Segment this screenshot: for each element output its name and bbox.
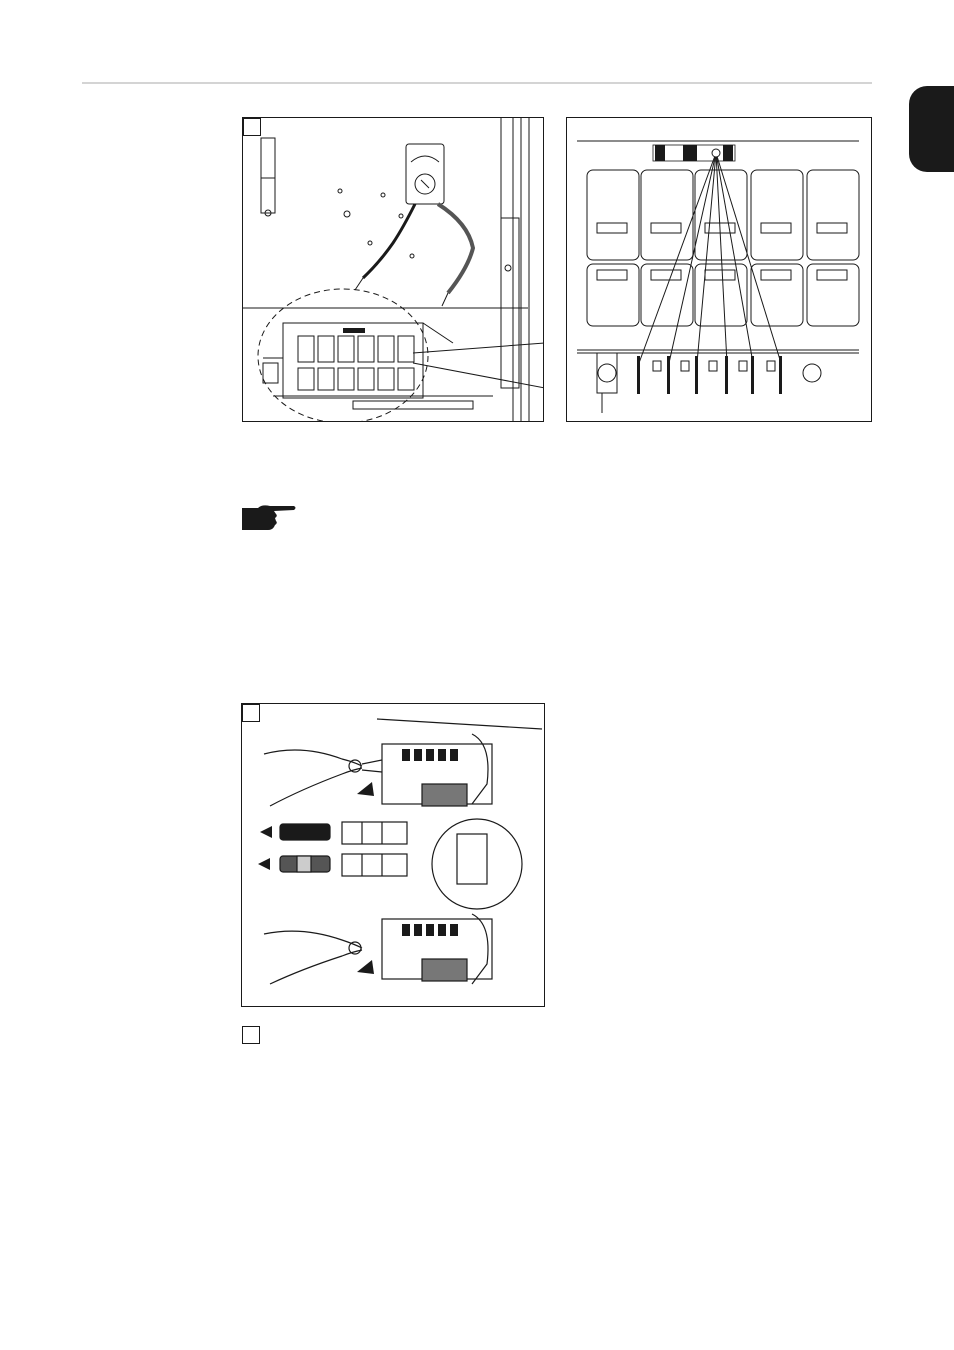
fuse-holder-detail-drawing <box>577 140 860 413</box>
pointing-hand-icon <box>242 505 296 530</box>
multimeter-overview-drawing <box>243 118 543 421</box>
figure-fuse-holder-detail <box>566 117 872 422</box>
figure-multimeter-overview <box>242 117 544 422</box>
figure-fuse-replacement <box>241 703 545 1007</box>
figure-step-box <box>242 704 260 722</box>
figure-step-box <box>243 118 261 136</box>
fuse-replacement-drawing <box>258 718 543 985</box>
language-section-tab[interactable] <box>909 86 954 172</box>
header-rule <box>82 82 872 84</box>
step-checkbox-icon[interactable] <box>242 1026 260 1044</box>
